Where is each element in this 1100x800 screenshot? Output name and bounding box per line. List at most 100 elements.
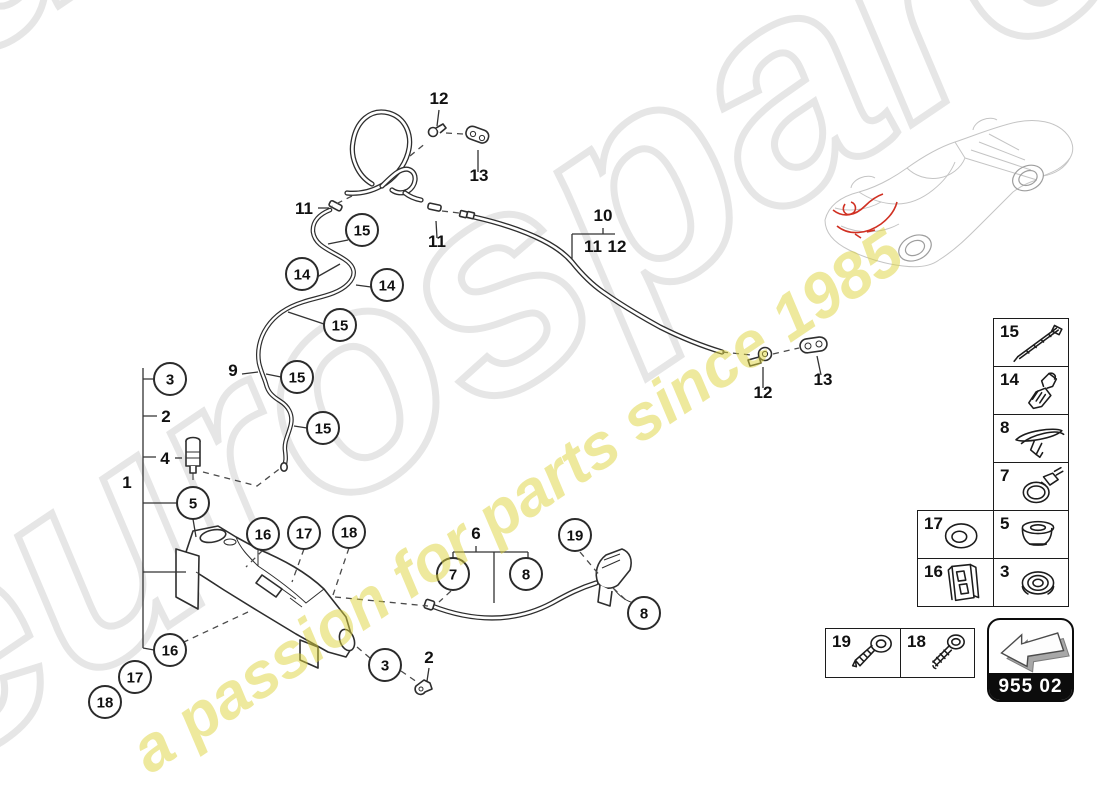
callout-circle-14[interactable]: 14	[285, 257, 319, 291]
callout-circle-3[interactable]: 3	[368, 648, 402, 682]
callout-ring[interactable]	[323, 308, 357, 342]
car-location-thumbnail	[824, 117, 1074, 268]
callout-ring[interactable]	[558, 518, 592, 552]
callout-ring[interactable]	[280, 360, 314, 394]
callout-ring[interactable]	[153, 362, 187, 396]
callout-number: 15	[315, 421, 332, 438]
callout-ring[interactable]	[88, 685, 122, 719]
grommet-icon	[1021, 520, 1055, 546]
connector-12-mid-drawing	[747, 346, 773, 367]
callout-ring[interactable]	[332, 515, 366, 549]
legend-cell-14[interactable]: 14	[993, 366, 1069, 415]
callout-ring[interactable]	[176, 486, 210, 520]
legend-cell-8[interactable]: 8	[993, 414, 1069, 463]
legend-cell-number: 8	[1000, 418, 1010, 437]
legend-cell-number: 19	[832, 632, 851, 651]
legend-cell-19[interactable]: 19	[825, 628, 902, 678]
callout-circle-19[interactable]: 19	[558, 518, 592, 552]
part-number-label: 6	[471, 524, 480, 543]
callout-circle-15[interactable]: 15	[306, 411, 340, 445]
part-group-code: 955 02	[989, 673, 1072, 700]
callout-ring[interactable]	[436, 557, 470, 591]
callout-number: 15	[354, 223, 371, 240]
legend-cell-3[interactable]: 3	[993, 558, 1069, 607]
hose-10-drawing	[471, 214, 725, 355]
hose-clamp-icon	[1022, 466, 1064, 504]
callout-ring[interactable]	[306, 411, 340, 445]
callout-ring[interactable]	[287, 516, 321, 550]
ribbed-grommet-icon	[1021, 571, 1055, 595]
bracket-13-top-drawing	[465, 125, 490, 144]
expanding-rivet-icon	[1028, 372, 1058, 410]
callout-circle-5[interactable]: 5	[176, 486, 210, 520]
callout-number: 8	[640, 606, 648, 623]
callout-ring[interactable]	[370, 268, 404, 302]
filler-hose-drawing	[344, 109, 424, 203]
callout-ring[interactable]	[345, 213, 379, 247]
callout-ring[interactable]	[153, 633, 187, 667]
legend-cell-number: 15	[1000, 322, 1019, 341]
clip-12-top-drawing	[427, 123, 447, 138]
callout-circle-3[interactable]: 3	[153, 362, 187, 396]
callout-number: 16	[255, 527, 272, 544]
legend-cell-number: 16	[924, 562, 943, 581]
callout-layer: 15 14 14 15 15 15 3 5 16 17 18 7 8 19 8 3 16 17 18	[88, 213, 661, 719]
highlighted-washer-lines	[832, 193, 898, 239]
callout-number: 14	[294, 267, 311, 284]
legend-cell-7[interactable]: 7	[993, 462, 1069, 511]
callout-ring[interactable]	[627, 596, 661, 630]
callout-ring[interactable]	[246, 517, 280, 551]
callout-ring[interactable]	[285, 257, 319, 291]
callout-circle-17[interactable]: 17	[287, 516, 321, 550]
part-number-label: 13	[470, 166, 489, 185]
washer-pump-drawing	[185, 436, 201, 480]
callout-circle-15[interactable]: 15	[345, 213, 379, 247]
callout-circle-18[interactable]: 18	[332, 515, 366, 549]
callout-circle-16[interactable]: 16	[153, 633, 187, 667]
callout-circle-16[interactable]: 16	[246, 517, 280, 551]
part-number-label: 11	[428, 232, 446, 251]
callout-circle-18[interactable]: 18	[88, 685, 122, 719]
legend-cell-number: 14	[1000, 370, 1019, 389]
flange-clip-icon	[1015, 428, 1065, 459]
legend-cell-17[interactable]: 17	[917, 510, 994, 559]
part-group-badge[interactable]: 955 02	[987, 618, 1074, 702]
legend-cell-18[interactable]: 18	[900, 628, 975, 678]
hose-9-drawing	[255, 207, 356, 472]
callout-circle-15[interactable]: 15	[323, 308, 357, 342]
callout-circle-8[interactable]: 8	[627, 596, 661, 630]
legend-cell-16[interactable]: 16	[917, 558, 994, 607]
screw-icon	[932, 634, 965, 670]
callout-ring[interactable]	[118, 660, 152, 694]
legend-cell-15[interactable]: 15	[993, 318, 1069, 367]
callout-ring[interactable]	[509, 557, 543, 591]
legend-cell-5[interactable]: 5	[993, 510, 1069, 559]
callout-number: 17	[127, 670, 144, 687]
callout-number: 15	[289, 370, 306, 387]
coupler-drawing	[458, 209, 476, 220]
leader-lines	[142, 109, 822, 682]
part-number-label: 12	[608, 237, 627, 256]
callout-number: 16	[162, 643, 179, 660]
washer-jet-drawing	[595, 548, 635, 607]
callout-circle-14[interactable]: 14	[370, 268, 404, 302]
part-number-label: 11	[295, 199, 313, 218]
callout-circle-8[interactable]: 8	[509, 557, 543, 591]
callout-number: 18	[97, 695, 114, 712]
ring-grommet-icon	[944, 523, 978, 549]
washer-screw-icon	[851, 634, 892, 668]
callout-circle-7[interactable]: 7	[436, 557, 470, 591]
callout-ring[interactable]	[368, 648, 402, 682]
part-number-label: 12	[430, 89, 449, 108]
callout-circle-17[interactable]: 17	[118, 660, 152, 694]
bracket-icon	[947, 563, 980, 602]
callout-number: 5	[189, 496, 197, 513]
legend-cell-number: 7	[1000, 466, 1010, 485]
callout-number: 8	[522, 567, 530, 584]
callout-circle-15[interactable]: 15	[280, 360, 314, 394]
clip-2-bottom-drawing	[414, 679, 433, 696]
callout-number: 7	[449, 567, 457, 584]
